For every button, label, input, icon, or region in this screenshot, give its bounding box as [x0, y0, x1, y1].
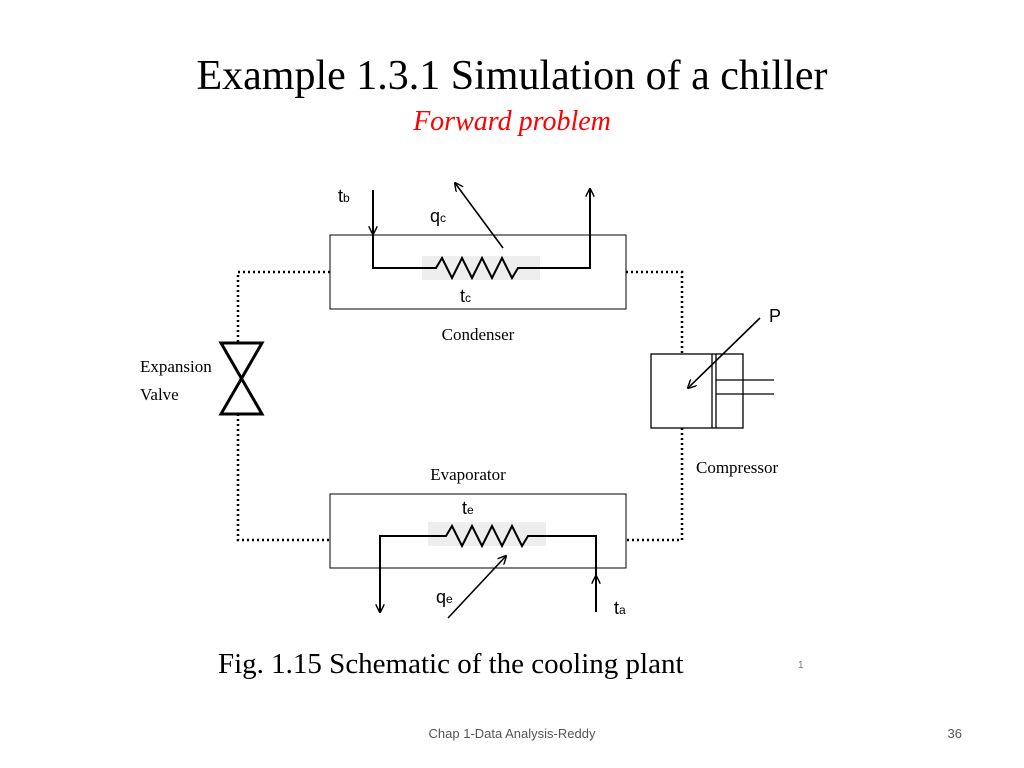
expansion-valve-icon — [218, 341, 265, 416]
evaporator-label: Evaporator — [430, 465, 506, 484]
loop-left-top — [236, 270, 330, 345]
figure-caption: Fig. 1.15 Schematic of the cooling plant — [218, 648, 684, 680]
qc-heat-arrow — [455, 183, 504, 249]
page-number: 36 — [947, 726, 962, 741]
power-input-arrow — [688, 317, 761, 388]
evaporator-water-line — [379, 523, 597, 610]
te-label: te — [462, 498, 474, 518]
ta-label: ta — [614, 598, 626, 618]
tb-label: tb — [338, 186, 350, 206]
qe-heat-arrow — [447, 556, 506, 619]
loop-right-bottom — [626, 428, 684, 542]
p-label: P — [769, 306, 781, 326]
refrigerant-loop — [236, 270, 684, 542]
expansion-valve-label-line2: Valve — [140, 385, 179, 404]
condenser-water-line — [372, 190, 591, 281]
footnote-marker: 1 — [798, 660, 804, 671]
slide-subtitle: Forward problem — [413, 106, 611, 137]
compressor-icon — [650, 353, 774, 429]
compressor-label: Compressor — [696, 458, 779, 477]
condenser-label: Condenser — [442, 325, 515, 344]
qe-label: qe — [436, 587, 453, 607]
loop-left-bottom — [236, 414, 330, 542]
tc-label: tc — [460, 286, 471, 306]
loop-right-top — [626, 270, 684, 353]
expansion-valve-label-line1: Expansion — [140, 357, 212, 376]
slide-title: Example 1.3.1 Simulation of a chiller — [196, 53, 828, 99]
qc-label: qc — [430, 206, 446, 226]
slide-footer: Chap 1-Data Analysis-Reddy — [428, 726, 596, 741]
